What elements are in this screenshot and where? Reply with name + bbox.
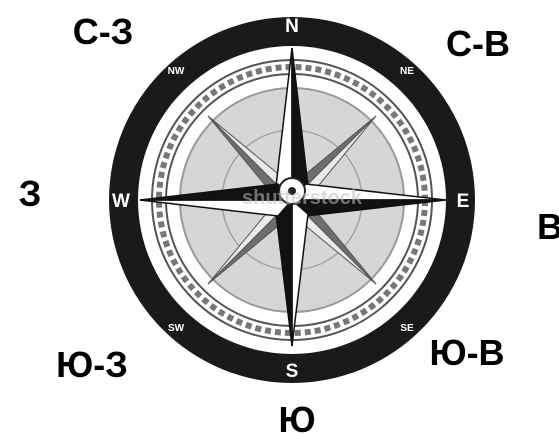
- ring-label-w: W: [112, 191, 130, 212]
- label-east: В: [537, 206, 559, 247]
- ring-label-sw: SW: [168, 323, 185, 334]
- ring-label-n: N: [285, 16, 299, 37]
- ring-label-s: S: [286, 361, 299, 382]
- ring-label-nw: NW: [168, 66, 185, 77]
- label-south-east: Ю-В: [429, 332, 504, 373]
- label-south-west: Ю-З: [56, 344, 128, 385]
- label-south: Ю: [278, 399, 315, 439]
- ring-label-ne: NE: [400, 66, 414, 77]
- ring-label-se: SE: [400, 323, 414, 334]
- label-west: З: [19, 173, 42, 214]
- label-north-east: С-В: [446, 23, 510, 64]
- ring-label-e: E: [457, 191, 470, 212]
- label-north-west: С-З: [73, 11, 134, 52]
- watermark-text: shutterstock: [242, 187, 363, 209]
